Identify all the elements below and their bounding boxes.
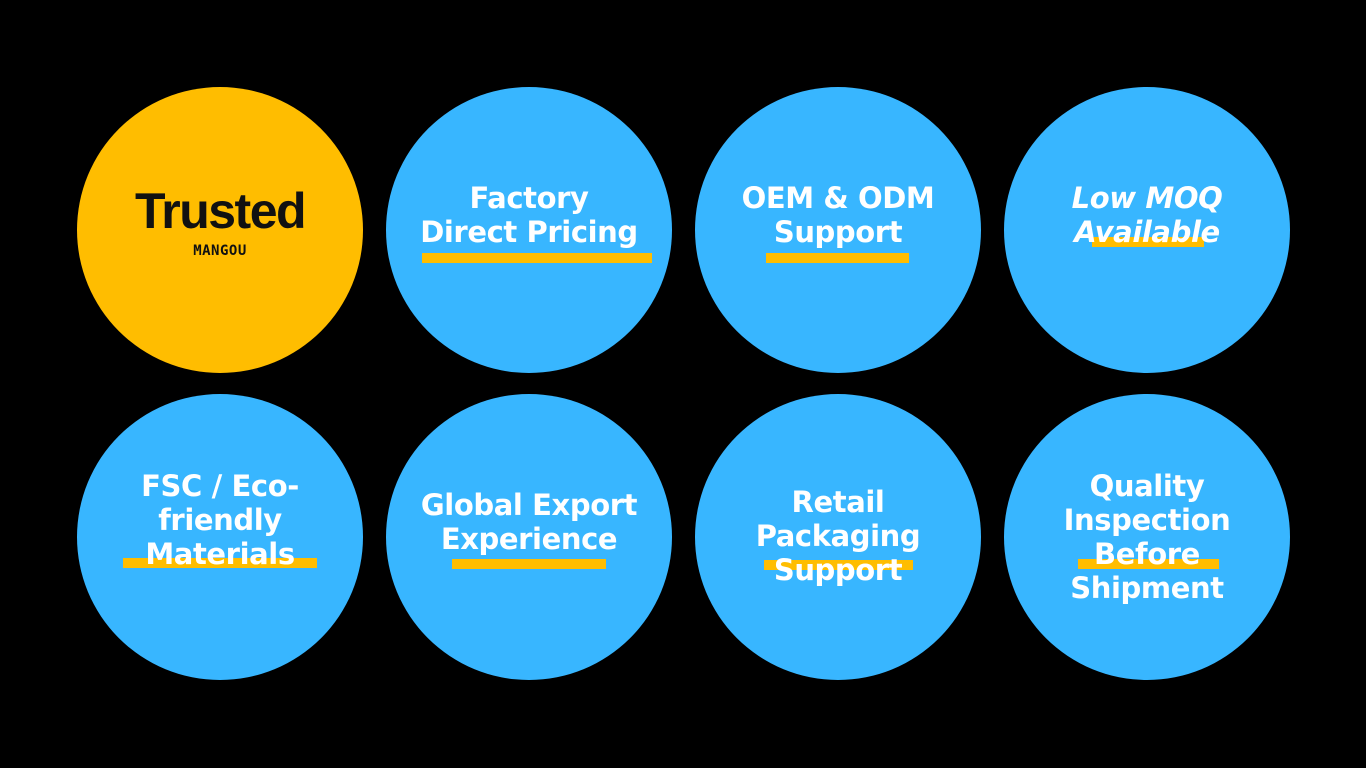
- feature-line: Available: [1074, 215, 1220, 249]
- feature-label: Global Export Experience: [394, 488, 664, 556]
- feature-line: Low MOQ: [1071, 181, 1223, 215]
- feature-line: friendly: [158, 503, 282, 537]
- feature-line: Factory: [469, 181, 589, 215]
- feature-line: Before: [1094, 537, 1200, 571]
- feature-label: Factory Direct Pricing: [394, 181, 664, 249]
- highlight-bar: [422, 253, 652, 263]
- brand-badge: Trusted MANGOU: [134, 183, 307, 259]
- feature-label: FSC / Eco- friendly Materials: [85, 469, 355, 571]
- feature-line: FSC / Eco-: [141, 469, 299, 503]
- feature-line: Support: [773, 552, 903, 587]
- feature-line: Retail: [791, 484, 885, 519]
- brand-subtitle: MANGOU: [193, 243, 247, 259]
- feature-line: Global Export: [420, 488, 638, 522]
- highlight-bar: [1092, 237, 1204, 247]
- feature-line: Materials: [145, 537, 295, 571]
- feature-line: Direct Pricing: [420, 215, 638, 249]
- feature-label: Low MOQ Available: [1012, 181, 1282, 249]
- highlight-bar: [1078, 559, 1219, 569]
- brand-title: Trusted: [134, 183, 307, 239]
- feature-line: Support: [773, 215, 903, 249]
- feature-circle-low-moq: Low MOQ Available: [1004, 87, 1290, 373]
- feature-line: Shipment: [1070, 571, 1224, 605]
- feature-line: Packaging: [755, 518, 921, 553]
- feature-circle-quality-inspection: Quality Inspection Before Shipment: [1004, 394, 1290, 680]
- highlight-bar: [123, 558, 317, 568]
- highlight-bar: [766, 253, 909, 263]
- feature-circle-factory-pricing: Factory Direct Pricing: [386, 87, 672, 373]
- feature-circle-global-export: Global Export Experience: [386, 394, 672, 680]
- feature-label: OEM & ODM Support: [703, 181, 973, 249]
- feature-line: Experience: [440, 522, 618, 556]
- feature-line: Quality: [1089, 469, 1205, 503]
- brand-badge-circle: Trusted MANGOU: [77, 87, 363, 373]
- feature-line: OEM & ODM: [741, 181, 935, 215]
- feature-label: Quality Inspection Before Shipment: [1012, 469, 1282, 605]
- feature-circle-fsc-eco: FSC / Eco- friendly Materials: [77, 394, 363, 680]
- feature-line: Inspection: [1063, 503, 1231, 537]
- feature-circle-oem-odm: OEM & ODM Support: [695, 87, 981, 373]
- highlight-bar: [764, 560, 913, 570]
- highlight-bar: [452, 559, 606, 569]
- feature-circle-retail-packaging: Retail Packaging Support: [695, 394, 981, 680]
- feature-label: Retail Packaging Support: [703, 485, 973, 587]
